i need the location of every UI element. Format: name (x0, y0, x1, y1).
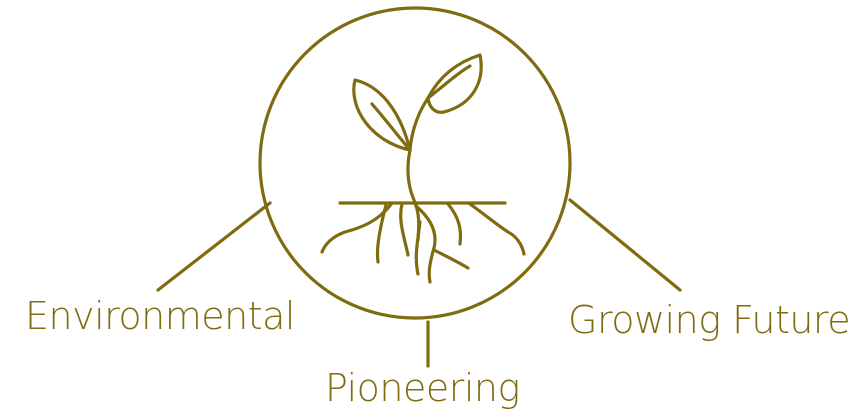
connector-line-right (568, 198, 682, 292)
seedling-with-roots-icon (320, 53, 526, 284)
connector-line-left (156, 201, 272, 292)
center-circle (258, 6, 572, 320)
label-environmental: Environmental (25, 294, 295, 338)
label-pioneering: Pioneering (325, 366, 520, 410)
label-growing-future: Growing Future (568, 298, 851, 342)
